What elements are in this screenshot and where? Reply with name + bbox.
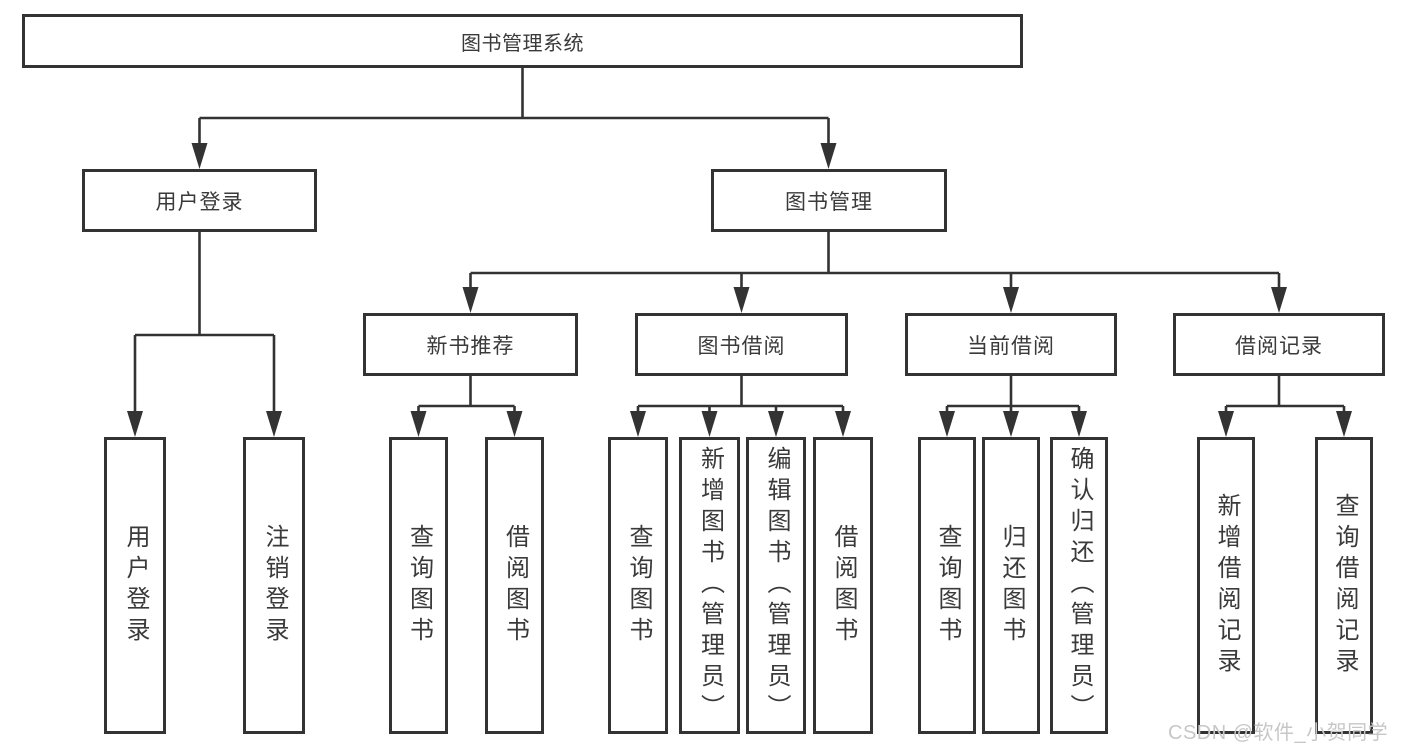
node-label: 图书管理 [785, 190, 873, 214]
arrowhead [506, 411, 523, 437]
arrowhead [820, 143, 837, 169]
leaf-logout: 注销登录 [243, 437, 305, 734]
leaf-user-login: 用户登录 [104, 437, 166, 734]
arrowhead [410, 411, 427, 437]
connector-current-borrowing-children [939, 376, 1087, 437]
arrowhead [1336, 411, 1352, 437]
node-book-management: 图书管理 [711, 169, 947, 232]
leaf-borrow-books-recommend: 借阅图书 [485, 437, 544, 734]
node-label: 新书推荐 [426, 334, 515, 358]
leaf-label: 查询图书 [934, 523, 961, 648]
arrowhead [127, 411, 143, 437]
leaf-label: 查询图书 [405, 523, 433, 648]
arrowhead [1218, 411, 1234, 437]
arrowhead [630, 411, 646, 437]
node-current-borrowing: 当前借阅 [905, 313, 1117, 376]
node-label: 借阅记录 [1235, 334, 1323, 358]
connector-user-login-children [127, 232, 282, 437]
arrowhead [1271, 287, 1287, 313]
leaf-label: 注销登录 [261, 523, 288, 648]
connector-root-children [191, 68, 837, 169]
arrowhead [701, 411, 718, 437]
node-user-login: 用户登录 [82, 169, 317, 232]
leaf-label: 新增图书（管理员） [696, 446, 724, 725]
node-label: 图书管理系统 [461, 32, 584, 55]
leaf-confirm-return-admin: 确认归还（管理员） [1050, 437, 1108, 734]
watermark: CSDN @软件_小贺同学 [1168, 722, 1389, 744]
leaf-label: 编辑图书（管理员） [763, 446, 790, 725]
leaf-edit-books-admin: 编辑图书（管理员） [746, 437, 806, 734]
leaf-add-borrow-record: 新增借阅记录 [1197, 437, 1255, 734]
leaf-query-books-recommend: 查询图书 [389, 437, 448, 734]
node-label: 当前借阅 [967, 334, 1055, 358]
leaf-label: 查询借阅记录 [1331, 492, 1358, 679]
arrowhead [733, 287, 750, 313]
leaf-label: 确认归还（管理员） [1066, 446, 1093, 725]
leaf-label: 用户登录 [122, 523, 149, 648]
node-borrowing-records: 借阅记录 [1173, 313, 1385, 376]
arrowhead [1071, 411, 1087, 437]
arrowhead [266, 411, 282, 437]
node-book-borrowing: 图书借阅 [635, 313, 848, 376]
node-label: 用户登录 [155, 190, 244, 214]
node-label: 图书借阅 [697, 334, 786, 358]
arrowhead [768, 411, 784, 437]
leaf-label: 查询图书 [625, 523, 652, 648]
leaf-query-books-current: 查询图书 [918, 437, 976, 734]
leaf-return-books: 归还图书 [982, 437, 1040, 734]
connector-book-management-children [462, 232, 1287, 313]
leaf-query-books-borrowing: 查询图书 [608, 437, 668, 734]
arrowhead [1003, 287, 1019, 313]
connector-borrowing-records-children [1218, 376, 1352, 437]
leaf-label: 借阅图书 [830, 523, 857, 648]
leaf-label: 新增借阅记录 [1213, 492, 1240, 679]
connector-new-book-children [410, 376, 523, 437]
arrowhead [939, 411, 955, 437]
arrowhead [191, 143, 208, 169]
node-new-book-recommend: 新书推荐 [363, 313, 578, 376]
leaf-query-borrow-record: 查询借阅记录 [1315, 437, 1373, 734]
arrowhead [462, 287, 479, 313]
arrowhead [1003, 411, 1019, 437]
leaf-label: 归还图书 [998, 523, 1025, 648]
arrowhead [835, 411, 851, 437]
connector-book-borrowing-children [630, 376, 851, 437]
node-root: 图书管理系统 [22, 14, 1023, 68]
leaf-borrow-books-borrowing: 借阅图书 [813, 437, 873, 734]
leaf-add-books-admin: 新增图书（管理员） [679, 437, 740, 734]
leaf-label: 借阅图书 [501, 523, 529, 648]
